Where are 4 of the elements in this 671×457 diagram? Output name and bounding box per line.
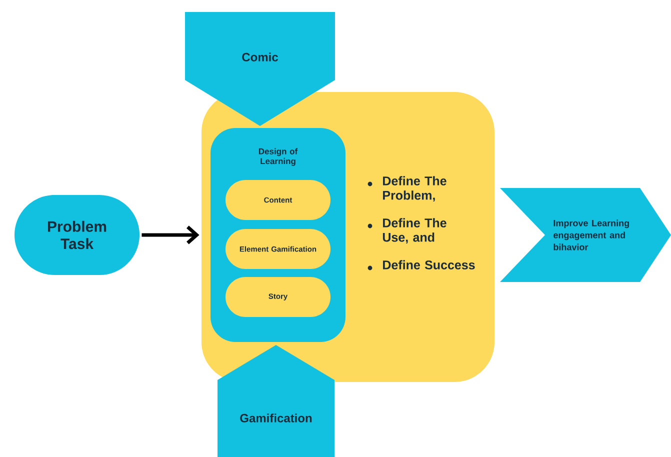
bullet-list: Define The Problem, Define The Use, and Define Success [368, 176, 475, 270]
box-heading: Design of Learning [258, 148, 298, 166]
rounded-box: Problem Task [14, 195, 140, 275]
arrow [142, 226, 200, 244]
